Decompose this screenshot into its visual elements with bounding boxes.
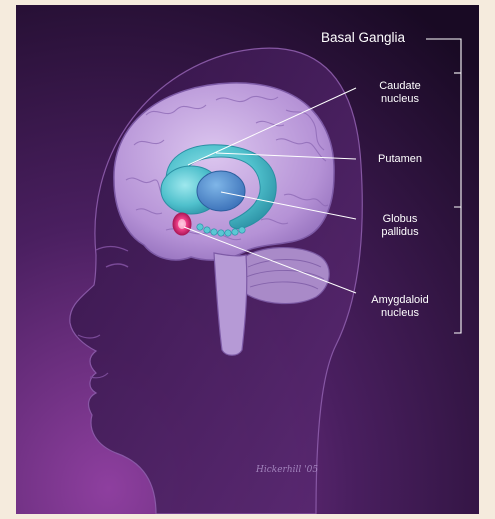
globus-pallidus-shape: [197, 171, 245, 211]
illustration-panel: Basal Ganglia Caudate nucleus Putamen Gl…: [16, 5, 479, 514]
label-putamen: Putamen: [360, 153, 440, 166]
label-caudate-nucleus: Caudate nucleus: [360, 80, 440, 106]
label-amygdaloid-nucleus: Amygdaloid nucleus: [360, 294, 440, 320]
diagram-title: Basal Ganglia: [321, 30, 405, 46]
label-globus-pallidus: Globus pallidus: [360, 213, 440, 239]
artist-signature: Hickerhill '05: [256, 465, 318, 475]
